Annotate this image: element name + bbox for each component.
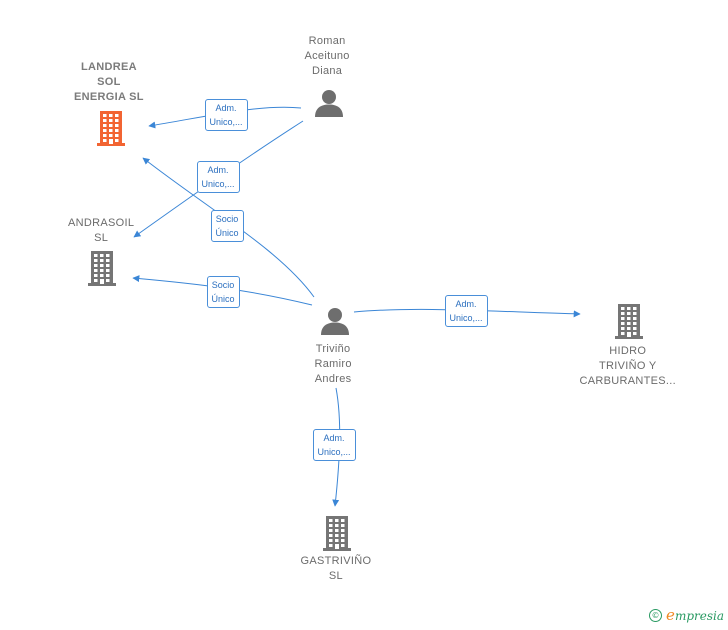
building-icon-landrea[interactable] <box>95 110 127 151</box>
edge-label-roman-to-landrea[interactable]: Adm. Unico,... <box>204 99 248 131</box>
edge-label-line: Único <box>211 294 235 304</box>
edge-label-trivino-to-hidro[interactable]: Adm. Unico,... <box>444 295 488 327</box>
node-label-line: Andres <box>314 373 352 385</box>
node-label-landrea[interactable]: LANDREA SOL ENERGIA SL <box>74 60 144 105</box>
node-label-line: Roman <box>308 35 346 47</box>
brand-logo: © empresia <box>649 606 724 624</box>
node-label-line: Triviño <box>315 343 351 355</box>
node-label-line: SL <box>328 570 343 582</box>
edge-label-line: Unico,... <box>209 117 243 127</box>
edge-label-line: Socio <box>211 280 235 290</box>
edge-label-line: Socio <box>215 214 239 224</box>
edge-label-trivino-to-gastrivino[interactable]: Adm. Unico,... <box>312 429 356 461</box>
brand-name: mpresia <box>674 609 724 623</box>
edge-label-line: Único <box>215 228 239 238</box>
edge-label-line: Unico,... <box>317 447 351 457</box>
copyright-icon: © <box>649 608 663 622</box>
node-label-line: LANDREA <box>80 61 137 73</box>
node-label-line: SOL <box>97 76 121 88</box>
edge-label-line: Adm. <box>323 433 345 443</box>
edge-label-line: Adm. <box>455 299 477 309</box>
building-icon-hidro[interactable] <box>613 303 645 344</box>
node-label-andrasoil[interactable]: ANDRASOIL SL <box>68 216 134 246</box>
node-label-gastrivino[interactable]: GASTRIVIÑO SL <box>301 554 372 584</box>
node-label-line: Aceituno <box>304 50 350 62</box>
edge-label-roman-to-andrasoil[interactable]: Adm. Unico,... <box>196 161 240 193</box>
node-label-line: ENERGIA SL <box>74 91 144 103</box>
node-label-line: HIDRO <box>609 345 647 357</box>
building-icon-gastrivino[interactable] <box>321 515 353 556</box>
edge-label-line: Adm. <box>215 103 237 113</box>
building-icon-andrasoil[interactable] <box>86 250 118 291</box>
node-label-line: Diana <box>311 65 343 77</box>
node-label-hidro[interactable]: HIDRO TRIVIÑO Y CARBURANTES... <box>580 344 677 389</box>
node-label-line: ANDRASOIL <box>68 217 135 229</box>
brand-initial: e <box>666 606 675 624</box>
node-label-line: CARBURANTES... <box>579 375 676 387</box>
person-icon-roman[interactable] <box>314 88 344 123</box>
edge-label-line: Unico,... <box>201 179 235 189</box>
node-label-line: TRIVIÑO Y <box>598 360 657 372</box>
edge-label-line: Adm. <box>207 165 229 175</box>
edge-label-line: Unico,... <box>449 313 483 323</box>
node-label-line: GASTRIVIÑO <box>300 555 372 567</box>
person-icon-trivino[interactable] <box>320 306 350 341</box>
node-label-line: Ramiro <box>314 358 352 370</box>
node-label-line: SL <box>94 232 109 244</box>
